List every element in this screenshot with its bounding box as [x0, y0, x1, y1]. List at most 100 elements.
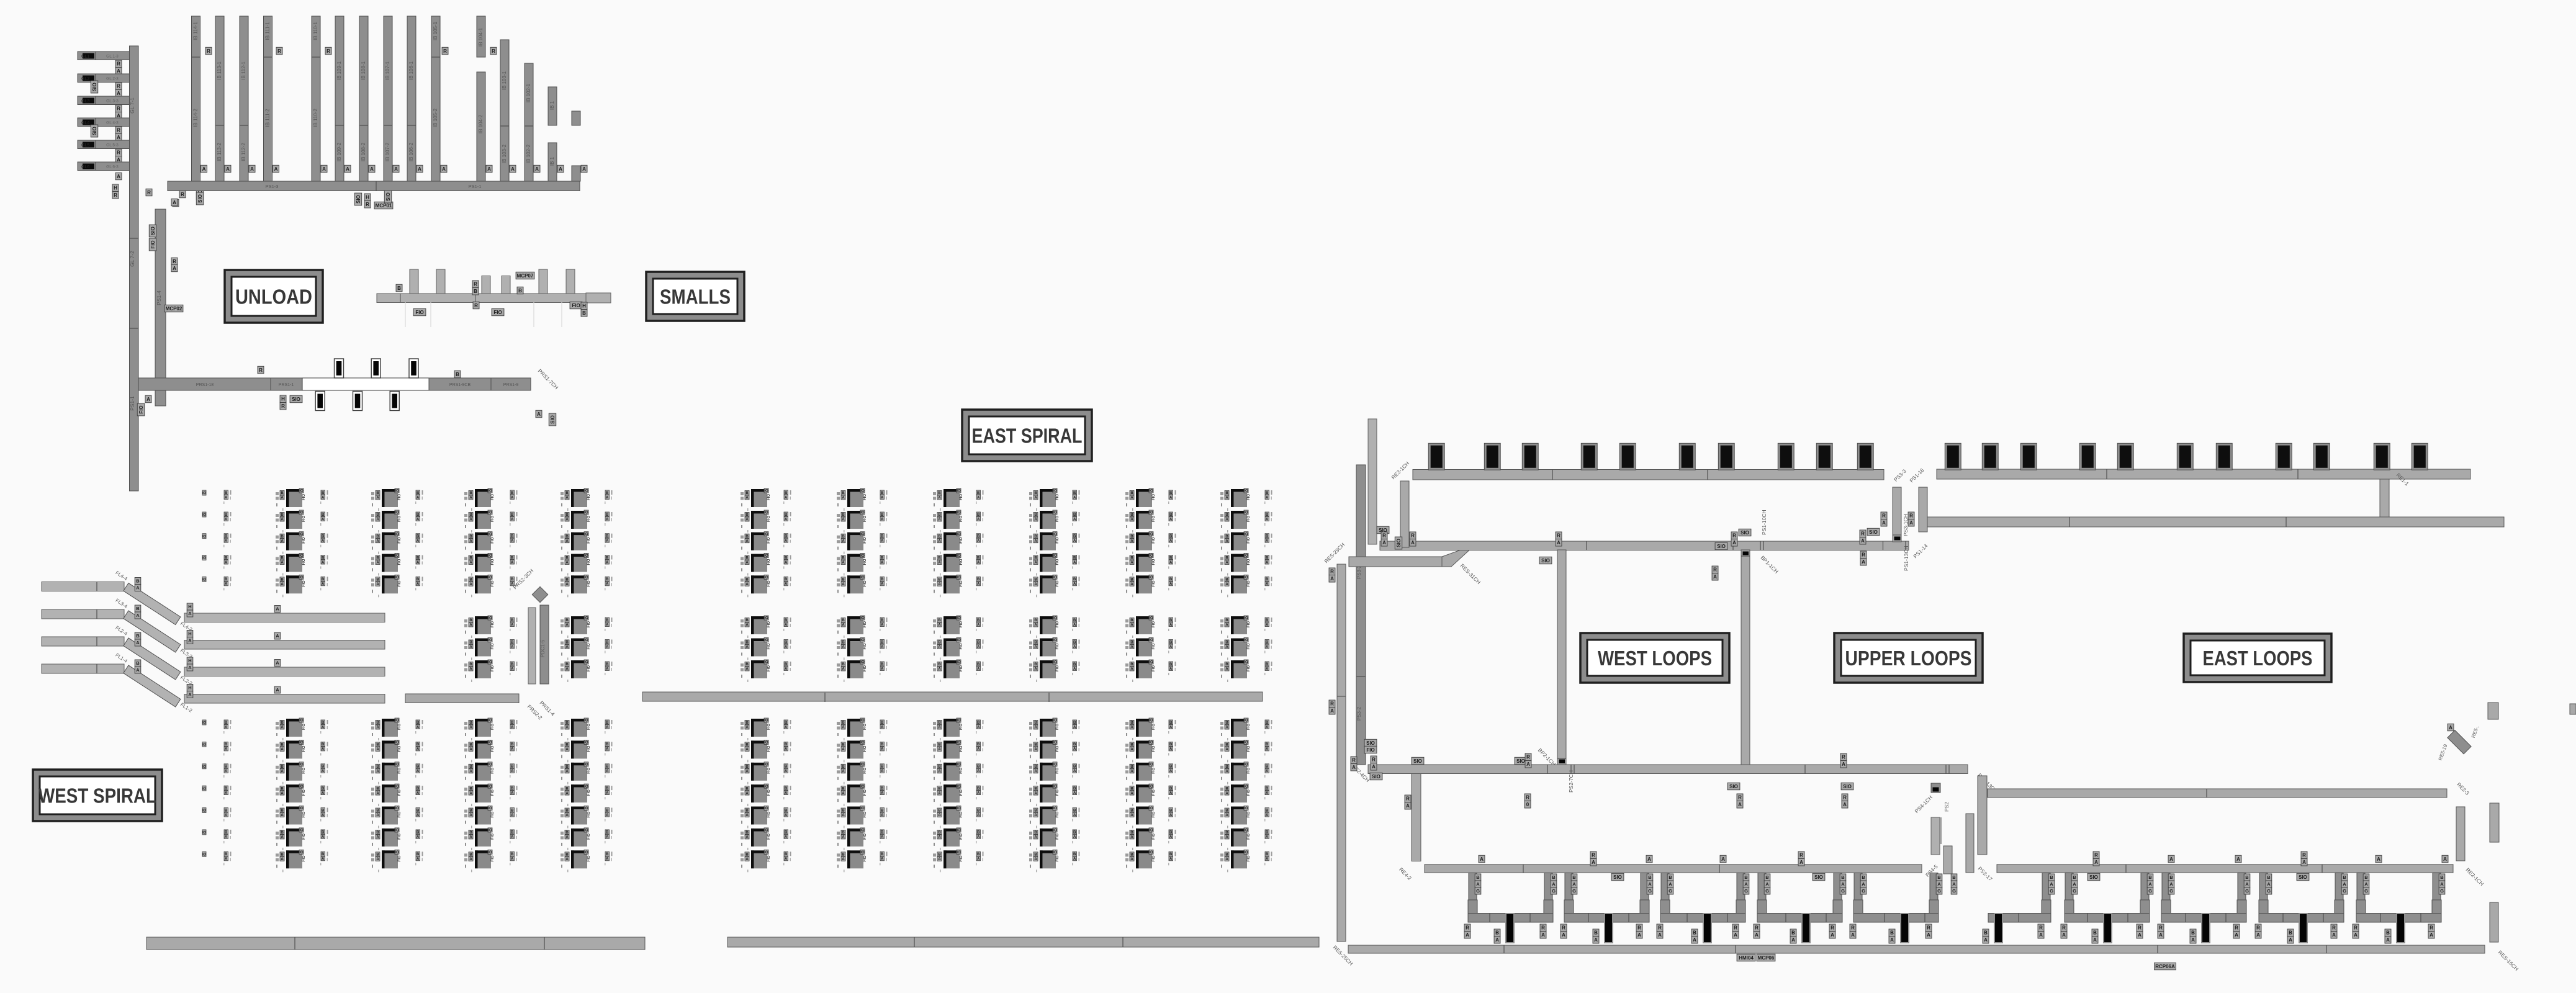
svg-text:FIO: FIO: [138, 405, 144, 413]
svg-text:A: A: [1861, 538, 1865, 544]
svg-text:A: A: [276, 633, 279, 639]
svg-text:IB 111-1: IB 111-1: [265, 22, 271, 40]
svg-text:A: A: [370, 166, 374, 172]
svg-text:IB 103-2: IB 103-2: [502, 144, 507, 163]
svg-text:A: A: [1862, 559, 1865, 565]
svg-text:A: A: [136, 585, 140, 591]
svg-text:A: A: [117, 174, 120, 179]
svg-text:IB 106-2: IB 106-2: [408, 142, 414, 161]
svg-text:A: A: [1693, 937, 1696, 943]
svg-text:IB 104-2: IB 104-2: [478, 114, 484, 133]
svg-text:R: R: [117, 106, 120, 112]
svg-text:B: B: [2073, 874, 2076, 880]
svg-text:A: A: [2245, 881, 2249, 887]
svg-text:A: A: [2440, 881, 2444, 887]
svg-text:A: A: [1557, 540, 1560, 546]
svg-text:A: A: [442, 166, 446, 172]
svg-text:G: G: [1744, 888, 1748, 894]
svg-text:IB 1: IB 1: [549, 156, 555, 166]
svg-text:B: B: [1552, 874, 1556, 880]
svg-text:A: A: [1937, 881, 1941, 887]
svg-text:SIO: SIO: [197, 194, 203, 203]
svg-text:GL 6-3: GL 6-3: [106, 165, 119, 169]
svg-text:R: R: [474, 303, 478, 308]
svg-text:A: A: [2386, 937, 2390, 943]
svg-text:IB 108-2: IB 108-2: [361, 142, 366, 161]
svg-text:A: A: [276, 687, 279, 693]
svg-text:B: B: [518, 288, 522, 294]
svg-text:R: R: [1738, 795, 1742, 801]
svg-text:R: R: [1352, 758, 1356, 763]
svg-text:R: R: [1541, 925, 1545, 931]
svg-text:R: R: [2430, 925, 2433, 931]
svg-text:R: R: [114, 192, 117, 198]
svg-text:A: A: [1476, 881, 1480, 887]
svg-text:PS1-13CH: PS1-13CH: [1903, 546, 1909, 571]
svg-text:B: B: [397, 285, 401, 291]
svg-text:R: R: [1557, 533, 1560, 539]
svg-text:IB 112-1: IB 112-1: [241, 61, 246, 80]
svg-text:SIO: SIO: [356, 195, 361, 204]
svg-text:A: A: [1411, 540, 1415, 546]
svg-text:R: R: [117, 61, 120, 67]
svg-text:GL4: GL4: [81, 121, 89, 125]
svg-text:A: A: [2148, 881, 2152, 887]
svg-text:SIO: SIO: [1516, 758, 1525, 764]
svg-text:R: R: [2062, 925, 2066, 931]
svg-text:R: R: [277, 48, 281, 54]
svg-text:B: B: [2267, 874, 2271, 880]
svg-text:G: G: [1669, 888, 1672, 894]
svg-text:A: A: [1352, 765, 1356, 770]
svg-text:R: R: [1732, 533, 1736, 539]
svg-text:PS1-3: PS1-3: [266, 184, 279, 189]
svg-text:A: A: [1480, 856, 1484, 862]
svg-text:PS1-10CH: PS1-10CH: [1761, 510, 1767, 535]
svg-text:A: A: [188, 692, 192, 698]
svg-text:SIO: SIO: [2299, 874, 2307, 880]
svg-text:EAST SPIRAL: EAST SPIRAL: [972, 424, 1083, 447]
svg-text:G: G: [2245, 888, 2249, 894]
svg-text:SIO: SIO: [1741, 530, 1749, 536]
svg-text:R: R: [1330, 569, 1334, 575]
svg-text:B: B: [1765, 874, 1769, 880]
svg-text:A: A: [1648, 881, 1652, 887]
svg-text:G: G: [2267, 888, 2271, 894]
svg-text:A: A: [2443, 856, 2447, 862]
svg-text:SIO: SIO: [550, 415, 556, 424]
svg-text:G: G: [2148, 888, 2152, 894]
svg-text:MCP06: MCP06: [1758, 955, 1775, 961]
svg-text:B: B: [1594, 930, 1598, 936]
svg-text:UPPER LOOPS: UPPER LOOPS: [1845, 647, 1972, 670]
svg-text:A: A: [2159, 932, 2163, 938]
svg-text:A: A: [1890, 937, 1894, 943]
svg-text:B: B: [1669, 874, 1672, 880]
svg-text:IB 105-2: IB 105-2: [433, 108, 438, 127]
svg-text:B: B: [474, 289, 477, 294]
svg-text:R: R: [1658, 925, 1662, 931]
svg-text:PS3-1CH: PS3-1CH: [1903, 514, 1909, 536]
svg-text:R: R: [207, 48, 210, 54]
svg-text:R: R: [1406, 796, 1410, 802]
svg-text:WEST LOOPS: WEST LOOPS: [1598, 647, 1712, 670]
svg-text:B: B: [1841, 874, 1845, 880]
svg-text:R: R: [173, 259, 176, 264]
svg-text:G: G: [2073, 888, 2076, 894]
svg-text:SMALLS: SMALLS: [660, 285, 731, 308]
svg-text:R: R: [1861, 531, 1865, 537]
svg-text:GL3: GL3: [81, 99, 89, 104]
svg-text:A: A: [1330, 708, 1334, 714]
svg-text:A: A: [2364, 881, 2368, 887]
svg-text:SIO: SIO: [1541, 558, 1550, 564]
svg-text:A: A: [1406, 803, 1410, 809]
svg-text:FIO: FIO: [1366, 747, 1374, 753]
svg-text:A: A: [136, 613, 140, 618]
svg-text:GL 3-3: GL 3-3: [106, 99, 119, 104]
svg-text:A: A: [1637, 932, 1641, 938]
svg-text:A: A: [136, 640, 140, 645]
svg-text:B: B: [2093, 930, 2097, 936]
svg-text:G: G: [2050, 888, 2053, 894]
svg-text:A: A: [1562, 932, 1565, 938]
svg-text:IB 111-2: IB 111-2: [265, 109, 271, 127]
svg-text:G: G: [1937, 888, 1941, 894]
svg-text:B: B: [2191, 930, 2195, 936]
